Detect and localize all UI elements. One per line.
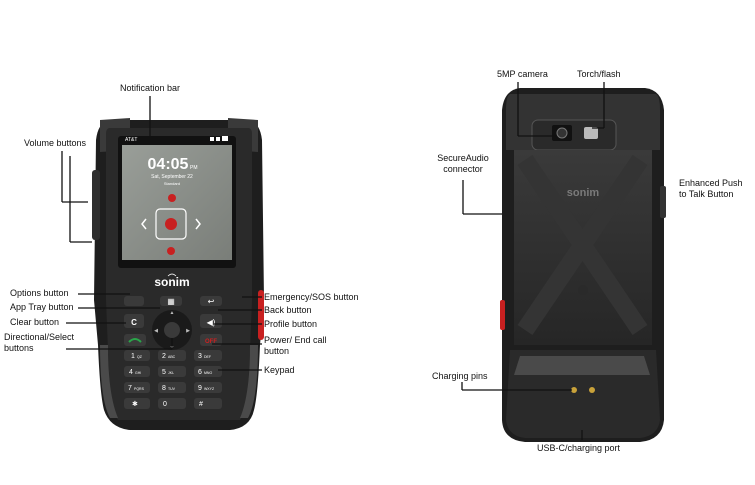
key-1-digit: 1	[131, 353, 135, 360]
back-leader-lines	[461, 82, 605, 440]
status-icons	[210, 136, 228, 141]
clear-label: C	[131, 318, 137, 327]
clock-ampm: PM	[190, 165, 198, 171]
label-volume-buttons: Volume buttons	[24, 138, 87, 148]
certification-mark	[578, 285, 588, 295]
front-leader-lines	[61, 96, 262, 371]
key-2-letters: ABC	[168, 355, 176, 359]
key-hash[interactable]	[194, 398, 222, 409]
back-side-red-button[interactable]	[500, 300, 505, 330]
key-5[interactable]	[158, 366, 186, 377]
ptt-button[interactable]	[660, 186, 666, 218]
back-button[interactable]	[200, 296, 222, 306]
key-8-letters: TUV	[168, 387, 176, 391]
sos-side-button[interactable]	[258, 290, 264, 340]
label-ptt: Enhanced Push to Talk Button	[679, 178, 743, 199]
key-1-letters: QZ	[137, 355, 143, 359]
clock-time: 04:05	[148, 156, 189, 173]
label-directional-select: Directional/Select buttons	[4, 332, 75, 353]
label-profile-button: Profile button	[264, 319, 318, 329]
key-6[interactable]	[194, 366, 222, 377]
back-brand-logo: sonim	[567, 187, 600, 199]
key-hash-glyph: #	[199, 401, 203, 408]
label-charging-pins: Charging pins	[432, 371, 488, 381]
key-5-digit: 5	[162, 369, 166, 376]
call-icon	[128, 338, 142, 343]
dpad-left-icon: ◀	[154, 328, 158, 334]
key-9-letters: WXYZ	[204, 387, 215, 391]
key-0[interactable]	[158, 398, 186, 409]
dpad-up-icon: ▲	[170, 310, 175, 316]
label-app-tray-button: App Tray button	[10, 302, 74, 312]
key-1[interactable]	[124, 350, 150, 361]
screen-left-arrow-icon	[141, 218, 147, 230]
app-tray-icon: ▦	[167, 297, 175, 306]
key-2[interactable]	[158, 350, 186, 361]
label-back-button: Back button	[264, 305, 312, 315]
front-phone: AT&T 04:05 PM Sat, September 22 Standard…	[92, 118, 264, 430]
label-notification-bar: Notification bar	[120, 83, 181, 93]
screen-center-frame	[155, 208, 187, 240]
volume-rocker[interactable]	[92, 170, 100, 240]
label-usb-port: USB-C/charging port	[537, 443, 621, 453]
key-8-digit: 8	[162, 385, 166, 392]
select-button[interactable]	[164, 322, 180, 338]
key-3-letters: DEF	[204, 355, 211, 359]
power-end-label: OFF	[205, 339, 217, 345]
key-7-digit: 7	[128, 385, 132, 392]
charging-pin-2	[589, 387, 595, 393]
key-6-digit: 6	[198, 369, 202, 376]
profile-icon: ◀)	[207, 318, 216, 327]
key-5-letters: JKL	[168, 371, 174, 375]
keypad: 1 QZ 2 ABC 3 DEF 4 GHI 5 JKL 6 MNO 7 PQR…	[124, 350, 222, 409]
label-emergency-sos: Emergency/SOS button	[264, 292, 359, 302]
key-9[interactable]	[194, 382, 222, 393]
key-6-letters: MNO	[204, 371, 212, 375]
key-star[interactable]	[124, 398, 150, 409]
key-2-digit: 2	[162, 353, 166, 360]
dpad-right-icon: ▶	[186, 328, 190, 334]
label-camera: 5MP camera	[497, 69, 548, 79]
screen-center-icon	[165, 218, 177, 230]
flash-icon	[584, 127, 598, 139]
key-4-digit: 4	[129, 369, 133, 376]
key-star-glyph: ✱	[132, 400, 138, 408]
screen-top-icon	[168, 194, 176, 202]
mode-text: Standard	[164, 181, 180, 186]
camera-lens-icon	[556, 127, 568, 139]
key-9-digit: 9	[198, 385, 202, 392]
screen-bottom-icon	[167, 247, 175, 255]
key-4-letters: GHI	[135, 371, 141, 375]
key-7[interactable]	[124, 382, 150, 393]
key-3-digit: 3	[198, 353, 202, 360]
screen-right-arrow-icon	[195, 218, 201, 230]
brand-logo: sonim	[154, 275, 189, 289]
back-icon: ↩	[208, 297, 215, 306]
label-keypad: Keypad	[264, 365, 295, 375]
label-options-button: Options button	[10, 288, 69, 298]
label-clear-button: Clear button	[10, 317, 60, 327]
label-torch: Torch/flash	[577, 69, 621, 79]
key-8[interactable]	[158, 382, 186, 393]
back-phone: sonim	[500, 88, 666, 442]
carrier-text: AT&T	[125, 137, 137, 143]
charging-pin-1	[571, 387, 577, 393]
options-button[interactable]	[124, 296, 144, 306]
key-7-letters: PQRS	[134, 387, 145, 391]
key-0-digit: 0	[163, 401, 167, 408]
label-power-end-call: Power/ End call button	[264, 335, 327, 356]
date-text: Sat, September 22	[151, 174, 193, 180]
key-3[interactable]	[194, 350, 222, 361]
app-tray-button[interactable]	[160, 296, 182, 306]
power-end-button[interactable]	[200, 334, 222, 346]
clear-button[interactable]	[124, 314, 144, 328]
label-secure-audio: SecureAudio connector	[437, 153, 489, 174]
key-4[interactable]	[124, 366, 150, 377]
